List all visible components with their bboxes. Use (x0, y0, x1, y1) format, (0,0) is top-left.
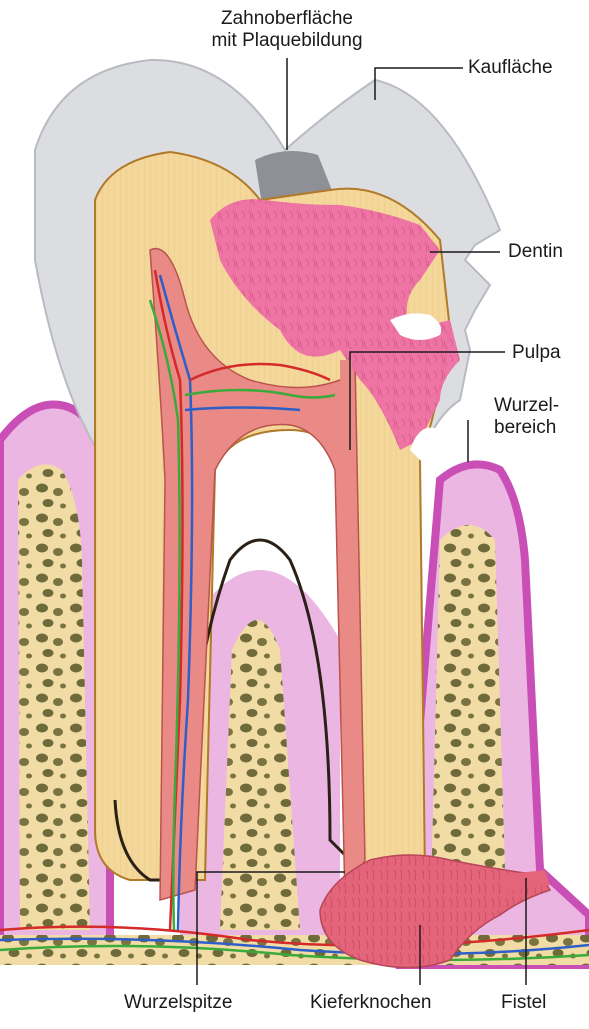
label-dentin: Dentin (508, 241, 563, 262)
label-chewing-surface: Kaufläche (468, 57, 553, 78)
label-root-area: Wurzel- bereich (494, 395, 559, 439)
jaw-bone-right (430, 525, 505, 930)
label-surface-line1: Zahnoberfläche (220, 8, 354, 29)
label-fistula: Fistel (501, 992, 547, 1013)
label-root-area-line1: Wurzel- (494, 395, 560, 416)
cavity-lower (410, 427, 440, 470)
fistula-channel (500, 870, 550, 892)
label-root-area-line2: bereich (494, 416, 557, 438)
pulp-chamber (149, 247, 366, 901)
leader-lines (196, 58, 527, 985)
label-root-tip: Wurzelspitze (124, 992, 233, 1013)
label-surface: Zahnoberfläche mit Plaquebildung (174, 8, 400, 52)
label-pulp: Pulpa (512, 342, 561, 363)
jaw-bone-left (18, 464, 90, 930)
jaw-bone-middle (220, 620, 300, 930)
root-canal-outline (113, 538, 362, 882)
abscess (319, 854, 552, 969)
blood-vessels (0, 269, 589, 962)
cavity (390, 313, 442, 340)
pulp-canal (340, 360, 362, 845)
label-jaw-bone: Kieferknochen (310, 992, 432, 1013)
label-surface-line2: mit Plaquebildung (211, 29, 363, 51)
caries (210, 199, 460, 450)
